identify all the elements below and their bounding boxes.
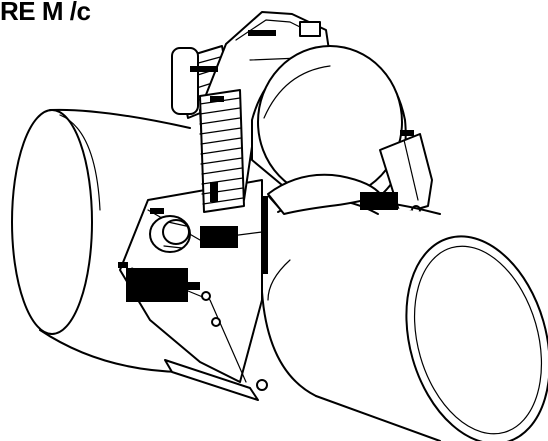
label-bar-1	[262, 196, 268, 274]
label-box-3	[200, 226, 238, 248]
label-box-4	[360, 192, 398, 210]
label-bar-6	[400, 130, 414, 136]
diagram-title: RE M /c	[0, 0, 91, 26]
saw-blade-guard	[251, 45, 407, 201]
label-bar-4	[248, 30, 276, 36]
label-box-2	[188, 282, 200, 290]
clamp-knob	[149, 215, 191, 253]
redaction-labels	[118, 30, 414, 302]
drive-gear	[199, 89, 245, 213]
label-bar-8	[118, 262, 128, 268]
label-bar-2	[210, 182, 218, 202]
label-bar-5	[210, 96, 224, 102]
label-bar-7	[150, 208, 164, 214]
label-box-1	[126, 268, 188, 302]
label-bar-3	[190, 66, 218, 72]
pipe-right-section	[261, 197, 548, 441]
